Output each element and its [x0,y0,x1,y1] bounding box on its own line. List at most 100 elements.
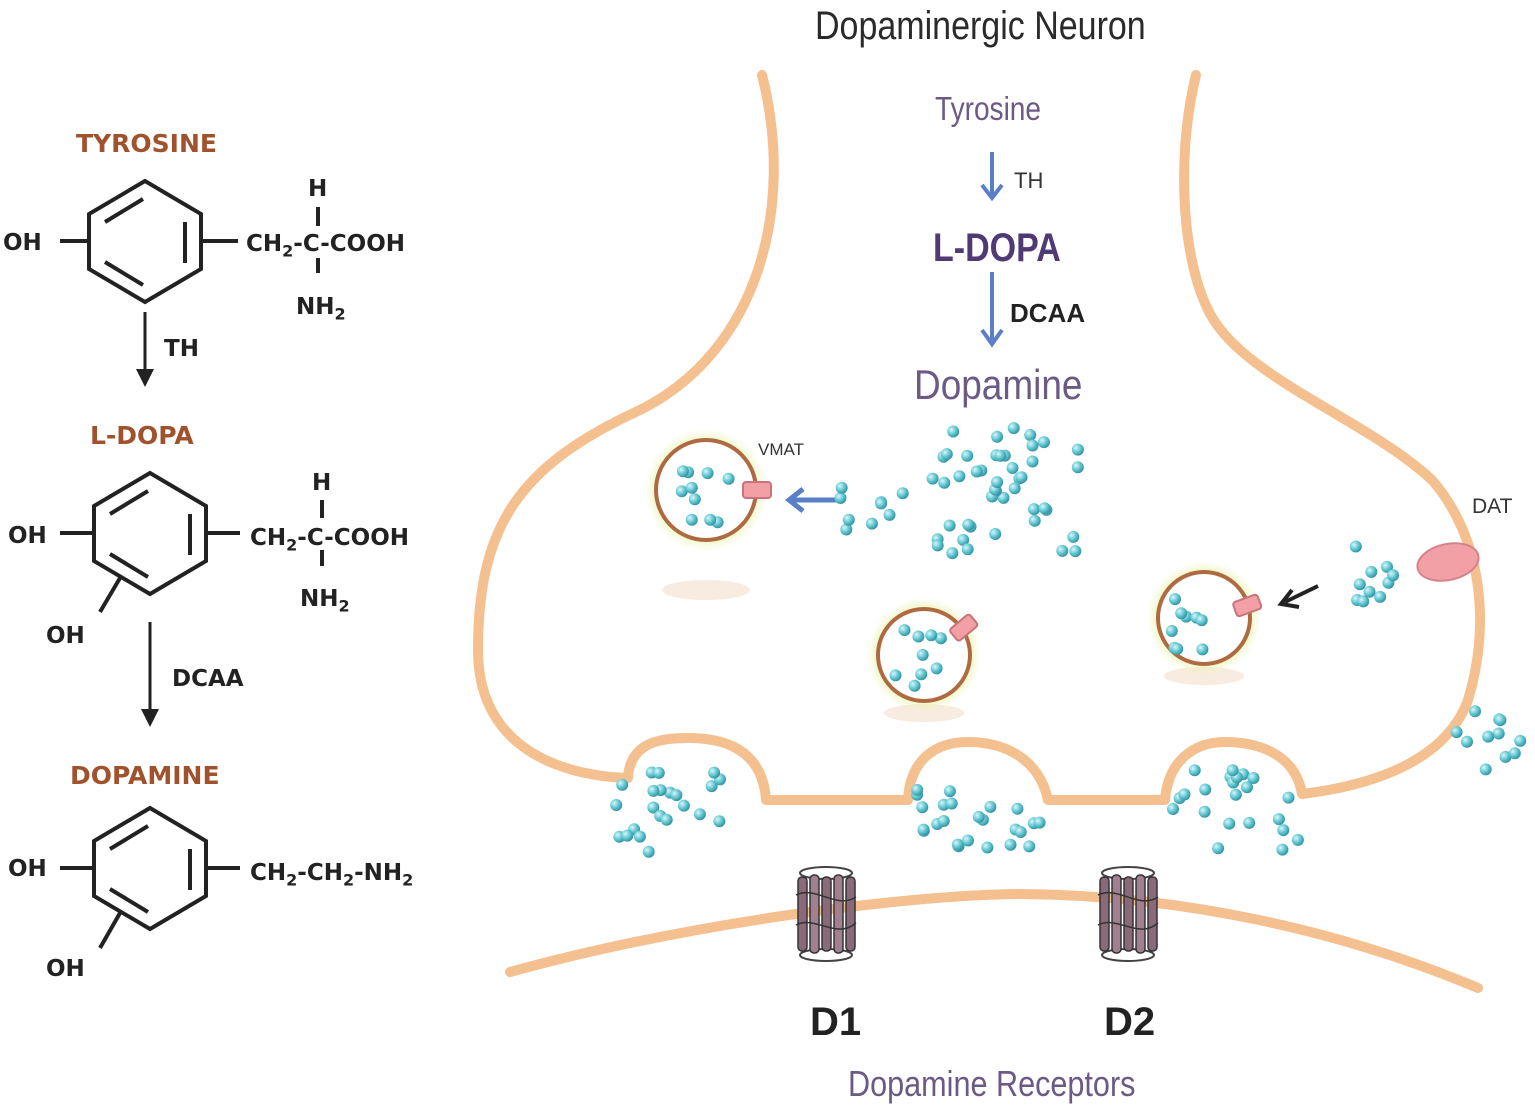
vesicle-molecule [898,624,911,637]
dopamine-molecule [1387,569,1400,582]
released-dopamine-molecule [1277,824,1290,837]
dopamine-molecule [1071,443,1084,456]
dopamine-molecule [1015,471,1028,484]
receptors-label: Dopamine Receptors [848,1063,1136,1104]
vmat-label: VMAT [758,440,804,459]
ldopa-ring [60,470,324,614]
vesicle-molecule [916,648,929,661]
dopamine-molecule [1353,578,1366,591]
dopamine-chain: CH2-CH2-NH2 [250,860,414,890]
released-dopamine-molecule [616,778,629,791]
dopamine-molecule [1024,429,1037,441]
ldopa-h: H [312,470,332,496]
dopamine-molecule [991,476,1004,489]
dopamine-ring [60,805,240,949]
released-dopamine-molecule [1198,805,1211,818]
dopamine-molecule [840,523,853,536]
dopamine-molecule [1450,726,1463,739]
dopamine-molecule [1026,455,1039,468]
released-dopamine-molecule [1241,781,1253,794]
vesicle-molecule [1175,607,1188,620]
released-dopamine-molecule [972,810,985,823]
dopamine-molecule [883,508,896,521]
tyrosine-oh: OH [3,230,42,256]
vesicle-molecule [676,465,689,478]
released-dopamine-molecule [1033,816,1046,829]
vesicle-molecule [701,467,714,480]
vesicle-molecule [685,513,698,526]
vesicle-molecule [889,669,902,682]
dopamine-molecule [1067,530,1080,543]
released-dopamine-molecule [1276,843,1289,856]
dopamine-oh-2: OH [46,956,85,982]
dat-transporter [1416,542,1480,582]
dat-label: DAT [1472,495,1513,518]
released-dopamine-molecule [917,823,930,836]
released-dopamine-molecule [962,834,974,847]
dopamine-molecule [961,543,974,556]
released-dopamine-molecule [911,783,924,796]
dopamine-molecule [1381,560,1393,573]
dopamine-molecule [1499,750,1512,763]
released-dopamine-molecule [951,838,964,851]
dopamine-molecule [953,470,966,483]
released-dopamine-molecule [633,830,646,843]
dopamine-molecule [938,476,951,489]
dopamine-molecule [1071,461,1084,474]
released-dopamine-molecule [647,801,660,814]
dopamine-molecule [940,448,953,461]
tyrosine-label: Tyrosine [935,90,1042,127]
tyrosine-title: TYROSINE [76,129,217,158]
released-dopamine-molecule [652,766,665,779]
dopamine-title: DOPAMINE [70,761,220,790]
dopamine-molecule [1037,436,1050,449]
vesicle-molecule [912,630,925,643]
dopamine-molecule [994,449,1007,462]
dopamine-molecule [943,519,956,532]
released-dopamine-molecule [1272,813,1285,826]
dopamine-molecule [946,547,959,560]
vesicle-molecule [1169,593,1181,606]
released-dopamine-molecule [984,800,997,813]
vesicle-molecule [685,481,698,494]
dopamine-molecule [1508,747,1521,760]
dopamine-molecule [961,449,974,462]
dopamine-molecule [1007,422,1020,435]
dopamine-molecule [875,497,888,510]
vesicle-molecule [1196,643,1209,656]
reuptake-arrow [1284,584,1319,604]
released-dopamine-molecule [1199,783,1212,796]
vesicle-molecule [1171,642,1184,655]
released-dopamine-molecule [937,815,950,827]
dopamine-molecule [991,430,1004,443]
dopamine-molecule [997,491,1010,504]
released-dopamine-molecule [693,808,706,821]
dopamine-molecule [1026,439,1039,452]
dopamine-molecule [989,528,1002,540]
released-dopamine-molecule [1282,791,1295,804]
dopamine-molecule [931,539,944,552]
d2-label: D2 [1104,1000,1156,1044]
ldopa-oh-1: OH [8,523,47,549]
postsynaptic-membrane [505,888,1483,993]
released-dopamine-molecule [621,829,634,842]
vesicle-molecule [930,662,943,675]
dopamine-molecule [1363,585,1376,598]
released-dopamine-molecule [1212,842,1225,855]
ldopa-nh2: NH2 [300,586,350,616]
vesicle-molecule [1195,614,1208,627]
vesicle-molecule [704,513,717,526]
vesicle-molecule [934,632,947,645]
dopamine-molecule [1008,482,1021,495]
released-dopamine-molecule [647,784,660,797]
dopamine-molecule [896,487,909,500]
released-dopamine-molecule [1243,816,1256,829]
ldopa-chain: CH2-C-COOH [250,525,410,555]
presynaptic-membrane [473,70,1485,805]
released-dopamine-molecule [945,797,958,810]
th-pathway-arrowhead [980,183,1004,202]
released-dopamine-molecule [1226,764,1239,777]
neuron-title: Dopaminergic Neuron [815,4,1146,48]
d1-label: D1 [810,1000,862,1044]
